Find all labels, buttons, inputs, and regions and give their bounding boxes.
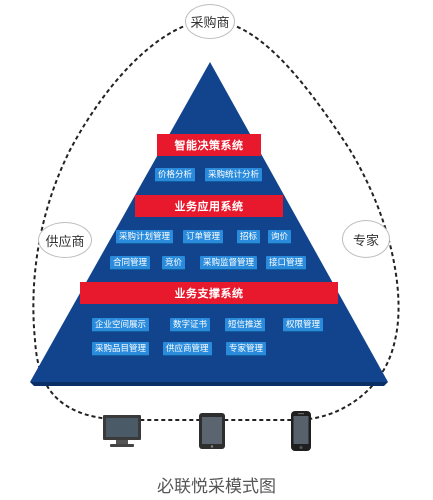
chip-order-management: 订单管理 xyxy=(183,230,224,244)
chip-auction: 竞价 xyxy=(162,256,186,270)
pyramid xyxy=(30,62,388,382)
device-row xyxy=(103,411,311,451)
chip-interface-management: 接口管理 xyxy=(266,256,307,270)
tablet-icon xyxy=(199,413,225,449)
chip-inquiry: 询价 xyxy=(268,230,292,244)
band-decision-system: 智能决策系统 xyxy=(157,134,261,156)
chip-price-analysis: 价格分析 xyxy=(155,168,196,182)
monitor-icon xyxy=(103,415,141,447)
chip-item-management: 采购品目管理 xyxy=(92,342,150,356)
node-buyer: 采购商 xyxy=(185,4,235,39)
chip-permission: 权限管理 xyxy=(283,318,324,332)
chip-bidding: 招标 xyxy=(237,230,261,244)
diagram-caption: 必联悦采模式图 xyxy=(157,477,276,497)
phone-icon xyxy=(291,411,311,451)
chip-sms-push: 短信推送 xyxy=(225,318,266,332)
band-business-application: 业务应用系统 xyxy=(135,195,283,217)
node-supplier: 供应商 xyxy=(38,222,92,258)
band-business-support: 业务支撑系统 xyxy=(80,282,338,304)
pyramid-shadow xyxy=(30,382,388,386)
node-expert: 专家 xyxy=(342,220,390,258)
chip-supervision: 采购监督管理 xyxy=(200,256,258,270)
chip-supplier-management: 供应商管理 xyxy=(163,342,212,356)
chip-plan-management: 采购计划管理 xyxy=(116,230,174,244)
chip-purchase-stats: 采购统计分析 xyxy=(205,168,263,182)
chip-digital-cert: 数字证书 xyxy=(170,318,211,332)
chip-enterprise-space: 企业空间展示 xyxy=(92,318,150,332)
chip-expert-management: 专家管理 xyxy=(226,342,267,356)
chip-contract-management: 合同管理 xyxy=(110,256,151,270)
